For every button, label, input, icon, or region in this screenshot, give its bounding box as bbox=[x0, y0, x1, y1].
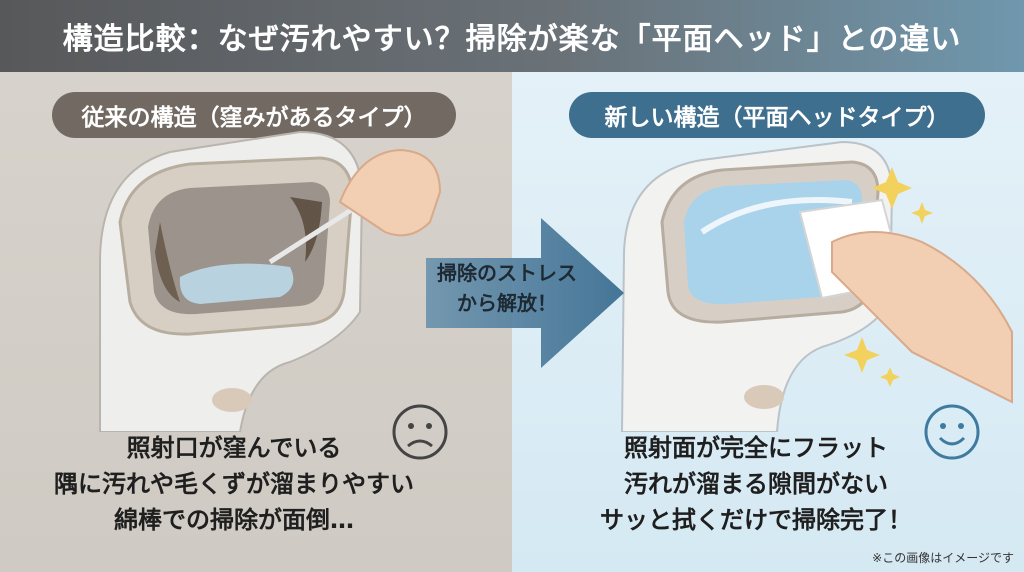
hand-right bbox=[831, 231, 1013, 404]
new-device-illustration bbox=[620, 140, 1013, 432]
new-line-1: 照射面が完全にフラット bbox=[624, 434, 888, 462]
new-line-2: 汚れが溜まる隙間がない bbox=[624, 470, 888, 498]
smile-face-icon bbox=[924, 404, 980, 460]
image-disclaimer: ※この画像はイメージです bbox=[872, 551, 1014, 565]
old-line-1: 照射口が窪んでいる bbox=[126, 434, 342, 462]
arrow-line-1: 掃除のストレス bbox=[437, 261, 577, 285]
new-structure-label: 新しい構造（平面ヘッドタイプ） bbox=[569, 92, 985, 138]
title-bar: 構造比較：なぜ汚れやすい？掃除が楽な「平面ヘッド」との違い bbox=[0, 0, 1024, 72]
old-device-illustration bbox=[99, 130, 442, 432]
arrow-caption: 掃除のストレス から解放！ bbox=[432, 258, 582, 318]
sparkle-icon bbox=[880, 367, 900, 387]
new-structure-panel: 新しい構造（平面ヘッドタイプ） 照射面が完全にフラット 汚れが溜まる bbox=[512, 72, 1024, 572]
window-shine bbox=[700, 197, 853, 235]
sparkle-icon bbox=[872, 167, 912, 209]
old-line-2: 隅に汚れや毛くずが溜まりやすい bbox=[54, 470, 414, 498]
sparkle-icon bbox=[911, 202, 933, 224]
arrow-line-2: から解放！ bbox=[457, 291, 557, 315]
old-structure-label: 従来の構造（窪みがあるタイプ） bbox=[52, 92, 456, 138]
dirt-stain-left bbox=[155, 222, 180, 302]
page-title: 構造比較：なぜ汚れやすい？掃除が楽な「平面ヘッド」との違い bbox=[62, 22, 962, 57]
window-glass bbox=[179, 263, 294, 304]
old-structure-description: 照射口が窪んでいる 隅に汚れや毛くずが溜まりやすい 綿棒での掃除が面倒… bbox=[0, 430, 490, 538]
sad-face-icon bbox=[392, 404, 448, 460]
sparkle-icon bbox=[844, 337, 880, 373]
hand-left bbox=[338, 148, 442, 237]
arrow-icon bbox=[426, 218, 624, 368]
new-line-3: サッと拭くだけで掃除完了！ bbox=[600, 506, 912, 534]
device-button bbox=[744, 385, 784, 409]
device-button bbox=[212, 388, 252, 412]
old-structure-panel: 従来の構造（窪みがあるタイプ） 照射口が窪んでいる 隅 bbox=[0, 72, 512, 572]
dirt-stain-right bbox=[290, 197, 322, 262]
old-line-3: 綿棒での掃除が面倒… bbox=[114, 506, 354, 534]
new-structure-description: 照射面が完全にフラット 汚れが溜まる隙間がない サッと拭くだけで掃除完了！ bbox=[500, 430, 1012, 538]
